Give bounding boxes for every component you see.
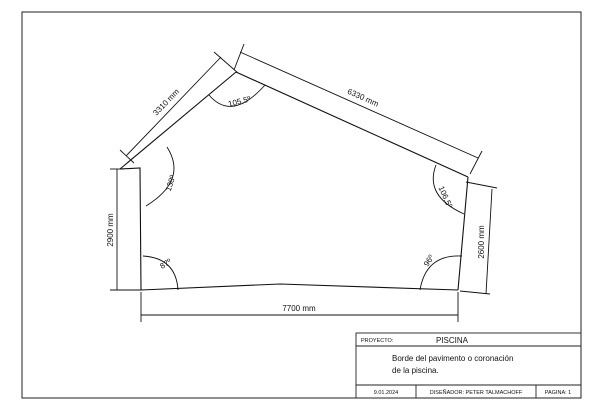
dimension-lines: [110, 43, 498, 322]
sheet-border: [21, 11, 582, 399]
description-line-1: Borde del pavimento o coronación: [392, 354, 513, 363]
project-name: PISCINA: [436, 336, 469, 345]
description-line-2: de la piscina.: [392, 366, 439, 375]
arc-upper-left: [145, 146, 175, 207]
pool-edge-left: [119, 167, 142, 291]
pool-edge-bottom: [140, 283, 459, 291]
arc-top-vertex: [208, 84, 266, 107]
ext-line-6330-b: [469, 150, 483, 175]
ext-line-2600-a: [465, 181, 498, 189]
arc-lower-right: [419, 255, 463, 291]
page-cell: PAGINA: 1: [545, 390, 572, 396]
pool-edge-right: [457, 176, 469, 291]
ext-line-2600-b: [459, 290, 491, 295]
ext-line-6330-a: [233, 43, 245, 71]
dim-line-3310: [125, 56, 222, 157]
project-label: PROYECTO:: [361, 338, 394, 344]
angle-arcs: [142, 84, 465, 291]
dim-label-7700: 7700 mm: [282, 304, 316, 313]
pool-outline: [119, 71, 469, 291]
title-block: [355, 332, 582, 399]
date-cell: 9.01.2024: [374, 390, 398, 396]
dim-line-6330: [239, 51, 479, 159]
angle-label-lower-right: 96º: [422, 253, 436, 268]
dim-label-6330: 6330 mm: [346, 87, 380, 109]
dim-label-2600: 2600 mm: [477, 225, 486, 259]
dim-line-2600: [485, 188, 493, 295]
angle-label-upper-right: 106,5º: [437, 185, 455, 210]
dim-label-2900: 2900 mm: [106, 213, 115, 247]
dim-label-3310: 3310 mm: [151, 87, 181, 117]
angle-label-top-vertex: 105,5º: [227, 94, 252, 108]
angle-label-upper-left: 138º: [164, 174, 178, 192]
pool-edge-top-left: [119, 71, 237, 170]
designer-cell: DISEÑADOR: PETER TALMACHOFF: [430, 389, 523, 396]
title-block-frame: [355, 332, 582, 399]
pool-edge-top-right: [235, 71, 469, 178]
arc-upper-right: [432, 164, 465, 215]
ext-line-3310-a: [119, 149, 135, 164]
arc-lower-left: [142, 255, 179, 291]
